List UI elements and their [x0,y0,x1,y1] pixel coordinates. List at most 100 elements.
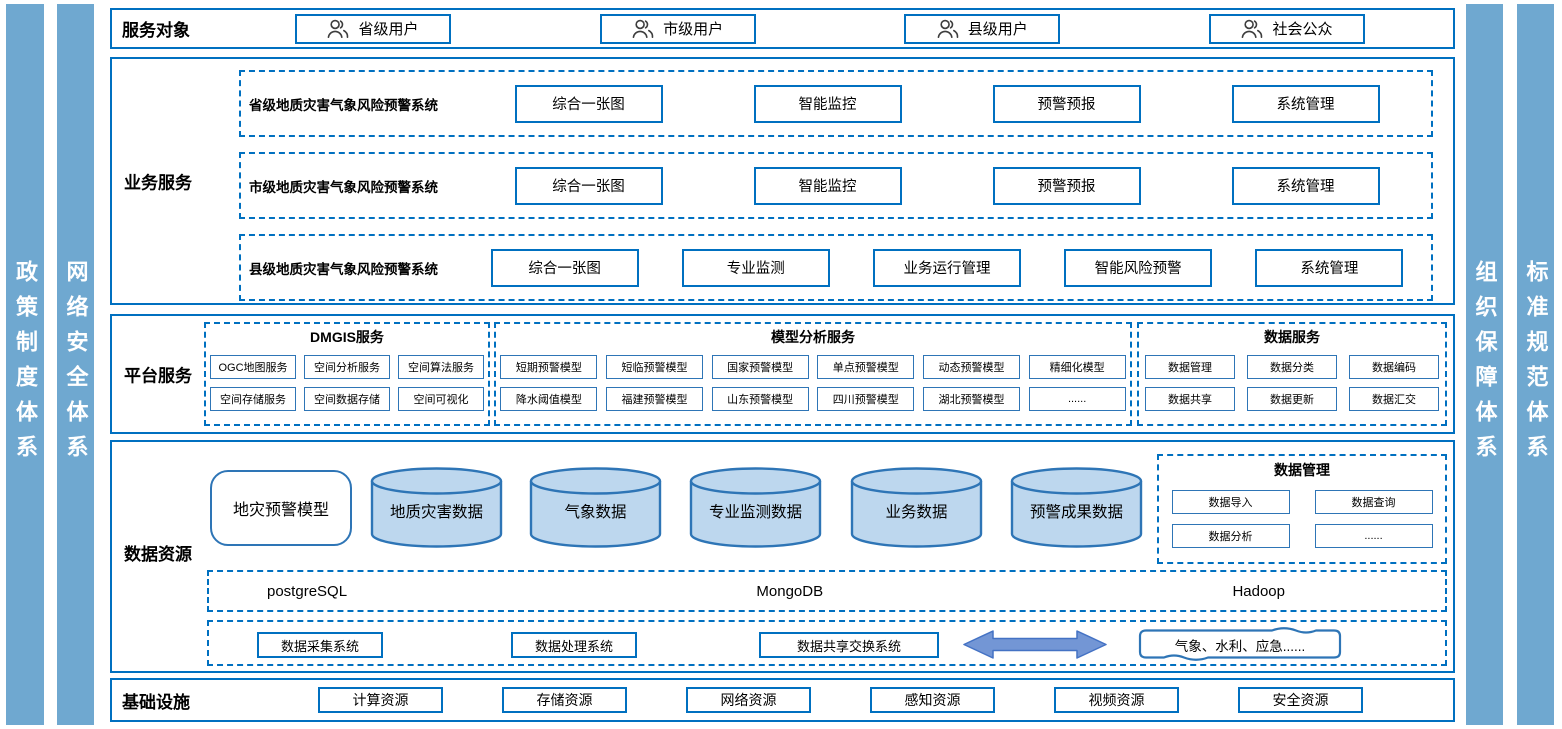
service-box: 湖北预警模型 [922,387,1020,411]
service-box: OGC地图服务 [210,355,296,379]
module-box: 预警预报 [992,84,1141,123]
cylinder-icon [1010,467,1143,548]
platform-group-title: 模型分析服务 [771,329,855,345]
service-box: 国家预警模型 [711,355,809,379]
user-box-label: 社会公众 [1272,21,1333,38]
section-label: 业务服务 [124,173,192,193]
platform-group-title: DMGIS服务 [310,329,384,345]
service-target-row: 省级用户 市级用户 县级用户 社会公众 [227,13,1453,44]
resource-box: 感知资源 [870,687,995,713]
platform-group-data-services: 数据服务 数据管理 数据分类 数据编码 数据共享 数据更新 数据汇交 [1137,322,1447,426]
resource-box: 网络资源 [686,687,811,713]
user-box-public: 社会公众 [1208,13,1365,44]
section-platform-services: 平台服务 DMGIS服务 OGC地图服务 空间分析服务 空间算法服务 空间存储服… [110,314,1455,434]
service-box: 空间分析服务 [304,355,390,379]
database-cylinder-business: 业务数据 [850,466,983,549]
service-box: 数据分类 [1247,355,1337,379]
user-box-city: 市级用户 [599,13,756,44]
users-icon [328,19,349,39]
resource-box: 存储资源 [502,687,627,713]
users-icon [1242,19,1263,39]
platform-group-row: 数据管理 数据分类 数据编码 [1139,355,1445,379]
module-box: 智能监控 [753,84,902,123]
wavy-box-icon [1138,627,1342,661]
data-systems-row: 数据采集系统 数据处理系统 数据共享交换系统 气象、水利、应急...... [207,620,1447,666]
cylinder-label: 预警成果数据 [1029,504,1123,521]
db-hadoop-label: Hadoop [1232,582,1285,600]
business-row-city: 市级地质灾害气象风险预警系统 综合一张图 智能监控 预警预报 系统管理 [239,152,1433,219]
data-management-row: 数据导入 数据查询 [1159,490,1445,514]
service-box: 空间数据存储 [304,387,390,411]
service-box: 数据更新 [1247,387,1337,411]
sidebar-network-security: 网络安全体系 [57,4,94,725]
platform-group-row: 降水阈值模型 福建预警模型 山东预警模型 四川预警模型 湖北预警模型 .....… [496,387,1130,411]
module-box: 综合一张图 [490,248,639,287]
platform-group-row: 数据共享 数据更新 数据汇交 [1139,387,1445,411]
module-box: 智能风险预警 [1064,248,1213,287]
users-icon [937,19,959,39]
sidebar-standards-label: 标准规范体系 [1523,259,1549,470]
double-headed-arrow-icon [963,630,1107,659]
sidebar-network-label: 网络安全体系 [63,259,89,470]
system-box-sharing-exchange: 数据共享交换系统 [759,632,939,658]
database-cylinder-monitoring: 专业监测数据 [689,466,822,549]
service-box: 空间存储服务 [210,387,296,411]
module-box: 系统管理 [1231,166,1380,205]
infrastructure-row: 计算资源 存储资源 网络资源 感知资源 视频资源 安全资源 [230,687,1453,713]
service-box: 数据汇交 [1349,387,1439,411]
section-label: 数据资源 [124,545,192,564]
service-box: 四川预警模型 [817,387,915,411]
business-row-title: 市级地质灾害气象风险预警系统 [249,179,438,195]
database-cylinder-weather: 气象数据 [529,466,662,549]
section-label: 基础设施 [122,692,190,712]
section-label: 服务对象 [122,21,190,40]
module-box: 综合一张图 [514,84,663,123]
user-box-province: 省级用户 [295,13,451,44]
platform-group-dmgis: DMGIS服务 OGC地图服务 空间分析服务 空间算法服务 空间存储服务 空间数… [204,322,490,426]
service-box: 数据共享 [1145,387,1235,411]
service-box: 空间算法服务 [398,355,484,379]
service-box: 福建预警模型 [605,387,703,411]
service-box: 精细化模型 [1028,355,1126,379]
data-management-panel: 数据管理 数据导入 数据查询 数据分析 ...... [1157,454,1447,564]
sidebar-policy-label: 政策制度体系 [13,259,38,470]
business-row-county: 县级地质灾害气象风险预警系统 综合一张图 专业监测 业务运行管理 智能风险预警 … [239,234,1433,301]
module-box: 系统管理 [1255,248,1404,287]
user-box-label: 县级用户 [967,21,1028,38]
business-row-title: 省级地质灾害气象风险预警系统 [249,97,438,113]
sidebar-policy-system: 政策制度体系 [6,4,44,725]
cylinder-icon [850,467,983,548]
section-service-targets: 服务对象 省级用户 市级用户 县级用户 社会公众 [110,8,1455,49]
data-management-title: 数据管理 [1274,462,1330,478]
business-row-items: 综合一张图 智能监控 预警预报 系统管理 [469,166,1431,205]
section-business-services: 业务服务 省级地质灾害气象风险预警系统 综合一张图 智能监控 预警预报 系统管理… [110,57,1455,305]
module-box: 专业监测 [681,248,830,287]
business-row-items: 综合一张图 专业监测 业务运行管理 智能风险预警 系统管理 [469,248,1431,287]
service-box: 数据管理 [1145,355,1235,379]
external-sources-shape: 气象、水利、应急...... [1134,625,1346,663]
business-row-title: 县级地质灾害气象风险预警系统 [249,261,438,277]
user-box-label: 省级用户 [358,21,419,38]
service-box: 降水阈值模型 [500,387,598,411]
user-box-county: 县级用户 [904,13,1061,44]
module-box: 综合一张图 [514,166,663,205]
data-management-box: ...... [1314,524,1433,548]
business-row-province: 省级地质灾害气象风险预警系统 综合一张图 智能监控 预警预报 系统管理 [239,70,1433,137]
service-box: 单点预警模型 [817,355,915,379]
cylinder-label: 气象数据 [564,504,627,521]
service-box: ...... [1028,387,1126,411]
system-box-collection: 数据采集系统 [257,632,383,658]
module-box: 智能监控 [753,166,902,205]
cylinder-icon [370,467,503,548]
service-box: 短期预警模型 [500,355,598,379]
cylinder-icon [689,467,822,548]
cylinder-label: 地质灾害数据 [389,504,483,521]
business-row-items: 综合一张图 智能监控 预警预报 系统管理 [469,84,1431,123]
platform-group-row: 短期预警模型 短临预警模型 国家预警模型 单点预警模型 动态预警模型 精细化模型 [496,355,1130,379]
section-infrastructure: 基础设施 计算资源 存储资源 网络资源 感知资源 视频资源 安全资源 [110,678,1455,722]
database-platform-row: postgreSQL MongoDB Hadoop [207,570,1447,612]
platform-group-title: 数据服务 [1264,329,1320,345]
cylinder-label: 专业监测数据 [708,504,802,521]
sidebar-organization: 组织保障体系 [1466,4,1503,725]
data-management-box: 数据分析 [1171,524,1290,548]
